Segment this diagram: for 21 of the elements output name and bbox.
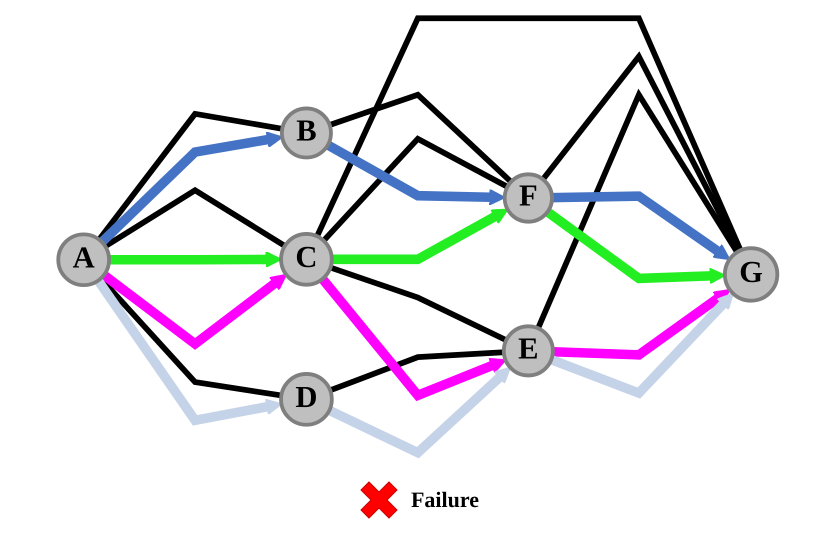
- connector: [328, 90, 514, 184]
- connector: [329, 348, 504, 393]
- node-circle: C: [279, 232, 334, 286]
- arrow: [319, 275, 507, 401]
- node-circle: A: [56, 232, 112, 287]
- failure-label: Failure: [410, 487, 480, 513]
- arrow: [552, 190, 731, 260]
- node-circle: B: [280, 106, 334, 159]
- node-circle: F: [502, 172, 554, 224]
- connector: [330, 264, 508, 342]
- arrow: [552, 288, 731, 360]
- node-circle: G: [723, 246, 780, 302]
- arrow: [327, 366, 512, 458]
- arrow: [98, 130, 284, 246]
- node-circle: E: [502, 324, 555, 377]
- arrow: [332, 208, 509, 264]
- arrow: [550, 292, 734, 398]
- arrow: [101, 270, 288, 350]
- arrow: [94, 277, 282, 426]
- node-circle: D: [279, 372, 334, 426]
- connector: [322, 134, 509, 242]
